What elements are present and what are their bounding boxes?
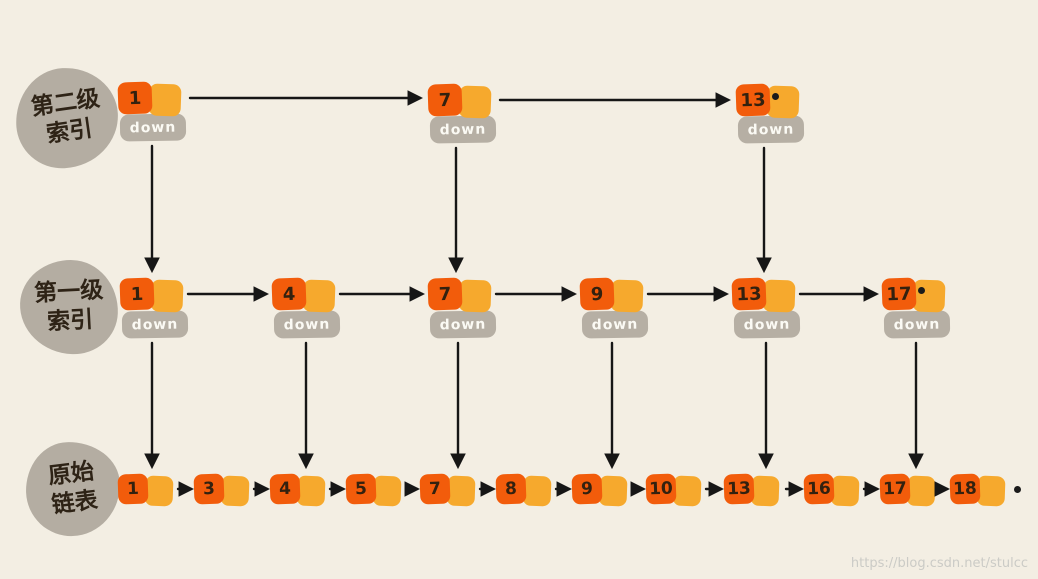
node-value: 4	[271, 277, 307, 311]
node-value: 1	[117, 81, 153, 115]
node-pointer	[144, 475, 174, 507]
down-tag: down	[121, 310, 189, 339]
node: 7	[419, 473, 476, 507]
node-value: 8	[495, 473, 527, 505]
node-value: 1	[117, 473, 149, 505]
down-tag: down	[119, 113, 187, 142]
null-dot	[918, 287, 925, 294]
node: 3	[193, 473, 250, 507]
node: 7	[427, 83, 492, 119]
node: 16	[803, 473, 860, 507]
node-value: 17	[881, 277, 917, 311]
node: 17	[881, 277, 946, 313]
node: 1	[119, 277, 184, 313]
node-pointer	[458, 279, 492, 313]
level2-label: 第二级 索引	[28, 85, 101, 148]
node: 4	[271, 277, 336, 313]
node-value: 9	[571, 473, 603, 505]
node-value: 7	[427, 83, 463, 117]
node-value: 13	[735, 83, 771, 117]
node: 7	[427, 277, 492, 313]
node-pointer	[906, 475, 936, 507]
node-value: 4	[269, 473, 301, 505]
node-pointer	[830, 475, 860, 507]
level1-label-blob: 第一级 索引	[18, 258, 120, 356]
level0-label: 原始 链表	[46, 458, 100, 519]
node-value: 10	[645, 473, 677, 505]
down-tag: down	[733, 310, 801, 339]
down-tag: down	[737, 115, 805, 144]
node-value: 18	[949, 473, 981, 505]
watermark: https://blog.csdn.net/stulcc	[850, 556, 1028, 571]
node-pointer	[372, 475, 402, 507]
down-tag: down	[429, 115, 497, 144]
node-value: 1	[119, 277, 155, 311]
node: 1	[117, 81, 182, 117]
level0-label-blob: 原始 链表	[24, 440, 122, 538]
down-tag: down	[883, 310, 951, 339]
node: 13	[731, 277, 796, 313]
node-pointer	[762, 279, 796, 313]
node-value: 17	[879, 473, 911, 505]
node: 9	[579, 277, 644, 313]
node-pointer	[150, 279, 184, 313]
node-pointer	[598, 475, 628, 507]
node-pointer	[522, 475, 552, 507]
down-tag: down	[273, 310, 341, 339]
node: 13	[735, 83, 800, 119]
node-pointer	[750, 475, 780, 507]
node-value: 5	[345, 473, 377, 505]
node: 17	[879, 473, 936, 507]
node-value: 16	[803, 473, 835, 505]
node-pointer	[296, 475, 326, 507]
node: 5	[345, 473, 402, 507]
node: 1	[117, 473, 174, 507]
node-value: 3	[193, 473, 225, 505]
node-pointer	[976, 475, 1006, 507]
node-pointer	[766, 85, 800, 119]
node-value: 13	[723, 473, 755, 505]
node-pointer	[148, 83, 182, 117]
node: 10	[645, 473, 702, 507]
node: 18	[949, 473, 1021, 507]
node-value: 7	[419, 473, 451, 505]
node: 13	[723, 473, 780, 507]
down-tag: down	[581, 310, 649, 339]
node: 4	[269, 473, 326, 507]
null-dot	[1014, 486, 1021, 493]
node: 9	[571, 473, 628, 507]
node-pointer	[220, 475, 250, 507]
down-tag: down	[429, 310, 497, 339]
node-pointer	[912, 279, 946, 313]
node-pointer	[458, 85, 492, 119]
null-dot	[772, 93, 779, 100]
node: 8	[495, 473, 552, 507]
node-value: 9	[579, 277, 615, 311]
level2-label-blob: 第二级 索引	[13, 65, 121, 171]
node-pointer	[672, 475, 702, 507]
level1-label: 第一级 索引	[33, 277, 104, 336]
node-pointer	[610, 279, 644, 313]
node-pointer	[446, 475, 476, 507]
node-value: 13	[731, 277, 767, 311]
node-value: 7	[427, 277, 463, 311]
node-pointer	[302, 279, 336, 313]
